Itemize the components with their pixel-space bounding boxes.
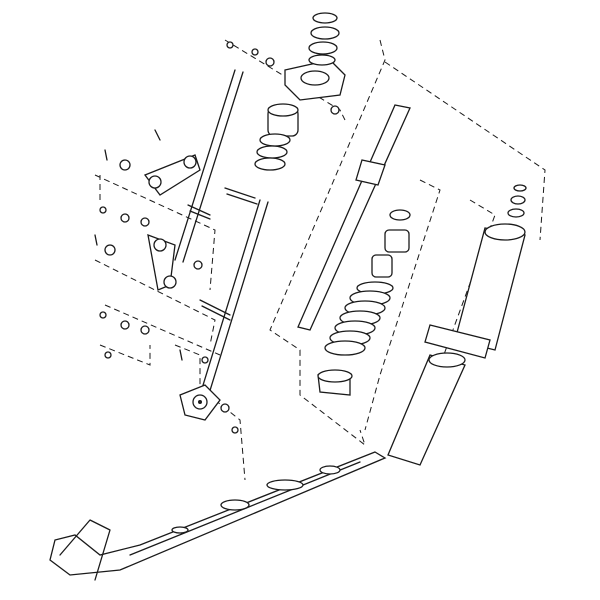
linkage-arms bbox=[143, 154, 201, 291]
upper-mount bbox=[284, 12, 346, 101]
shock-absorber-body bbox=[424, 184, 527, 359]
coil-spring bbox=[317, 209, 411, 396]
dashed-guide-lines bbox=[94, 39, 546, 481]
washers-and-nuts bbox=[94, 41, 340, 434]
spindle-bracket bbox=[179, 384, 221, 421]
shock-absorber-shaft bbox=[297, 104, 411, 331]
linkage-rods bbox=[174, 69, 269, 398]
spring-cover-tube bbox=[387, 352, 466, 466]
bushing-stack bbox=[254, 103, 299, 171]
ski bbox=[49, 451, 387, 581]
bolts bbox=[187, 187, 258, 321]
